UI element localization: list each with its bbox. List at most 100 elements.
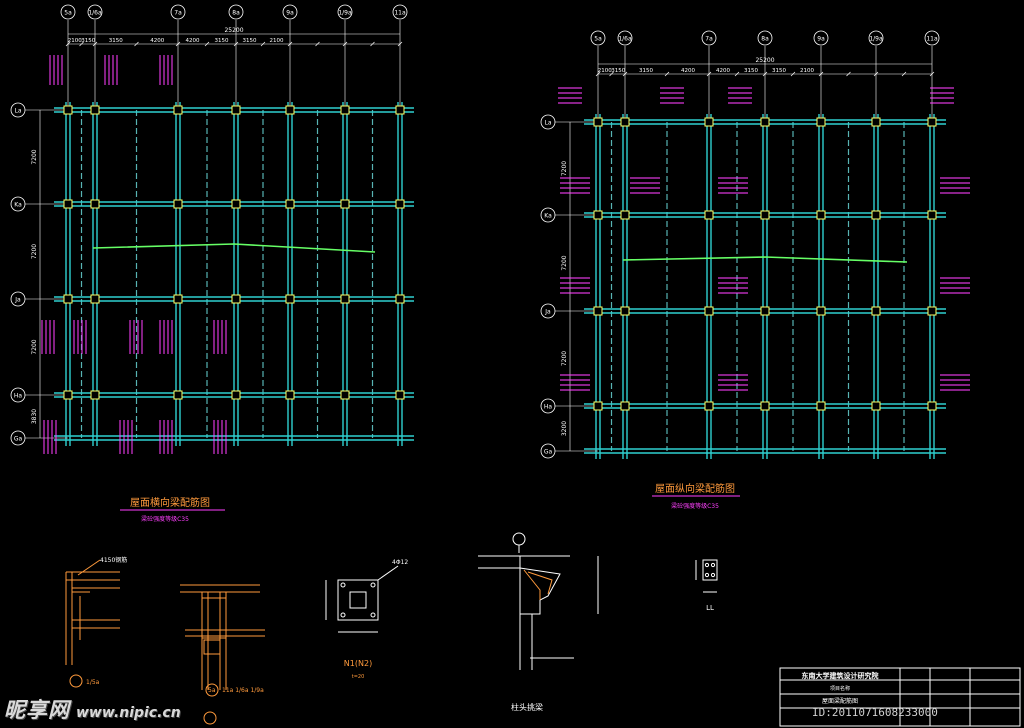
axis-label-y-4: Ga bbox=[14, 436, 23, 443]
column-2-3 bbox=[704, 401, 714, 411]
dim-tick-2 bbox=[92, 41, 98, 47]
column-0-0 bbox=[593, 117, 603, 127]
detail-1-label: 1/5a bbox=[86, 679, 100, 686]
column-5-2 bbox=[871, 306, 881, 316]
column-3-2 bbox=[231, 294, 241, 304]
column-5-0 bbox=[871, 117, 881, 127]
column-6-3 bbox=[395, 390, 405, 400]
column-1-0 bbox=[90, 105, 100, 115]
roof-edge-highlight bbox=[92, 243, 376, 253]
axis-bubble-y-4 bbox=[10, 430, 26, 446]
column-2-0 bbox=[173, 105, 183, 115]
axis-bubble-x-5 bbox=[868, 30, 884, 46]
title-block-row3: 项目名称 bbox=[830, 685, 850, 692]
dim-tick-0 bbox=[65, 41, 71, 47]
dim-span-3: 4200 bbox=[150, 38, 164, 44]
column-5-1 bbox=[340, 199, 350, 209]
column-4-1 bbox=[816, 210, 826, 220]
axis-label-x-2: 7a bbox=[174, 10, 182, 17]
detail-ll-section bbox=[695, 559, 718, 593]
column-5-3 bbox=[871, 401, 881, 411]
column-2-2 bbox=[173, 294, 183, 304]
column-3-2 bbox=[760, 306, 770, 316]
column-4-0 bbox=[285, 105, 295, 115]
column-0-2 bbox=[593, 306, 603, 316]
axis-bubble-y-0 bbox=[10, 102, 26, 118]
dim-span-2: 3150 bbox=[109, 38, 123, 44]
dim-tick-10 bbox=[873, 71, 879, 77]
column-2-3 bbox=[173, 390, 183, 400]
axis-bubble-x-2 bbox=[170, 4, 186, 20]
axis-label-y-3: Ha bbox=[14, 393, 23, 400]
column-3-1 bbox=[760, 210, 770, 220]
title-block-row2: 屋面梁配筋图 bbox=[822, 697, 858, 705]
dim-total: 25200 bbox=[224, 27, 243, 34]
axis-label-x-0: 5a bbox=[64, 10, 72, 17]
column-2-1 bbox=[173, 199, 183, 209]
axis-label-y-0: La bbox=[544, 120, 551, 127]
dim-tick-6 bbox=[233, 41, 239, 47]
dim-tick-0 bbox=[595, 71, 601, 77]
detail-2-label: 5a bbox=[208, 687, 216, 694]
dim-span-0: 2100 bbox=[68, 38, 82, 44]
axis-label-x-3: 8a bbox=[761, 36, 769, 43]
dim-span-7: 2100 bbox=[270, 38, 284, 44]
plan-2-subtitle: 梁砼强度等级C35 bbox=[671, 502, 719, 510]
axis-bubble-x-3 bbox=[228, 4, 244, 20]
column-6-0 bbox=[395, 105, 405, 115]
axis-bubble-x-6 bbox=[924, 30, 940, 46]
dim-span-y-2: 7200 bbox=[31, 339, 38, 354]
watermark-site: 昵享网 bbox=[4, 698, 70, 722]
axis-label-y-3: Ha bbox=[544, 404, 553, 411]
title-block-company: 东南大学建筑设计研究院 bbox=[802, 671, 879, 680]
detail-embed-plate bbox=[325, 565, 399, 633]
column-6-3 bbox=[927, 401, 937, 411]
axis-label-x-4: 9a bbox=[817, 36, 825, 43]
plan-1-subtitle: 梁砼强度等级C35 bbox=[141, 515, 189, 523]
column-0-1 bbox=[593, 210, 603, 220]
plan-1-title: 屋面横向梁配筋图 bbox=[130, 496, 210, 509]
column-4-2 bbox=[285, 294, 295, 304]
dim-tick-7 bbox=[260, 41, 266, 47]
axis-label-x-1: 1/6a bbox=[618, 36, 632, 43]
axis-bubble-y-1 bbox=[10, 196, 26, 212]
dim-tick-4 bbox=[175, 41, 181, 47]
axis-label-y-2: Ja bbox=[14, 297, 21, 304]
axis-bubble-x-0 bbox=[60, 4, 76, 20]
dim-span-y-1: 7200 bbox=[31, 244, 38, 259]
axis-bubble-x-3 bbox=[757, 30, 773, 46]
plate-sub: t=20 bbox=[352, 674, 365, 680]
column-3-0 bbox=[231, 105, 241, 115]
column-6-1 bbox=[927, 210, 937, 220]
dim-tick-5 bbox=[734, 71, 740, 77]
detail-2-label-2: 11a 1/6a 1/9a bbox=[222, 687, 264, 694]
detail-1-note: 4150钢筋 bbox=[100, 556, 127, 564]
dim-tick-11 bbox=[370, 41, 375, 47]
detail-column-cap bbox=[478, 532, 599, 670]
column-1-2 bbox=[90, 294, 100, 304]
axis-bubble-y-4 bbox=[540, 443, 556, 459]
axis-bubble-x-4 bbox=[282, 4, 298, 20]
dim-tick-9 bbox=[315, 41, 320, 47]
dim-span-6: 3150 bbox=[772, 68, 786, 74]
dim-tick-8 bbox=[818, 71, 824, 77]
axis-label-x-1: 1/6a bbox=[88, 10, 102, 17]
axis-label-x-3: 8a bbox=[232, 10, 240, 17]
column-6-1 bbox=[395, 199, 405, 209]
ll-label: LL bbox=[706, 604, 714, 612]
column-4-2 bbox=[816, 306, 826, 316]
column-1-1 bbox=[90, 199, 100, 209]
column-1-3 bbox=[90, 390, 100, 400]
column-4-0 bbox=[816, 117, 826, 127]
dim-span-y-0: 7200 bbox=[31, 149, 38, 164]
dim-tick-3 bbox=[134, 41, 139, 47]
image-id: ID:2011071608233000 bbox=[812, 706, 938, 719]
axis-label-x-2: 7a bbox=[705, 36, 713, 43]
axis-bubble-x-6 bbox=[392, 4, 408, 20]
axis-label-y-1: Ka bbox=[14, 202, 22, 209]
dim-span-7: 2100 bbox=[800, 68, 814, 74]
axis-bubble-y-2 bbox=[540, 303, 556, 319]
